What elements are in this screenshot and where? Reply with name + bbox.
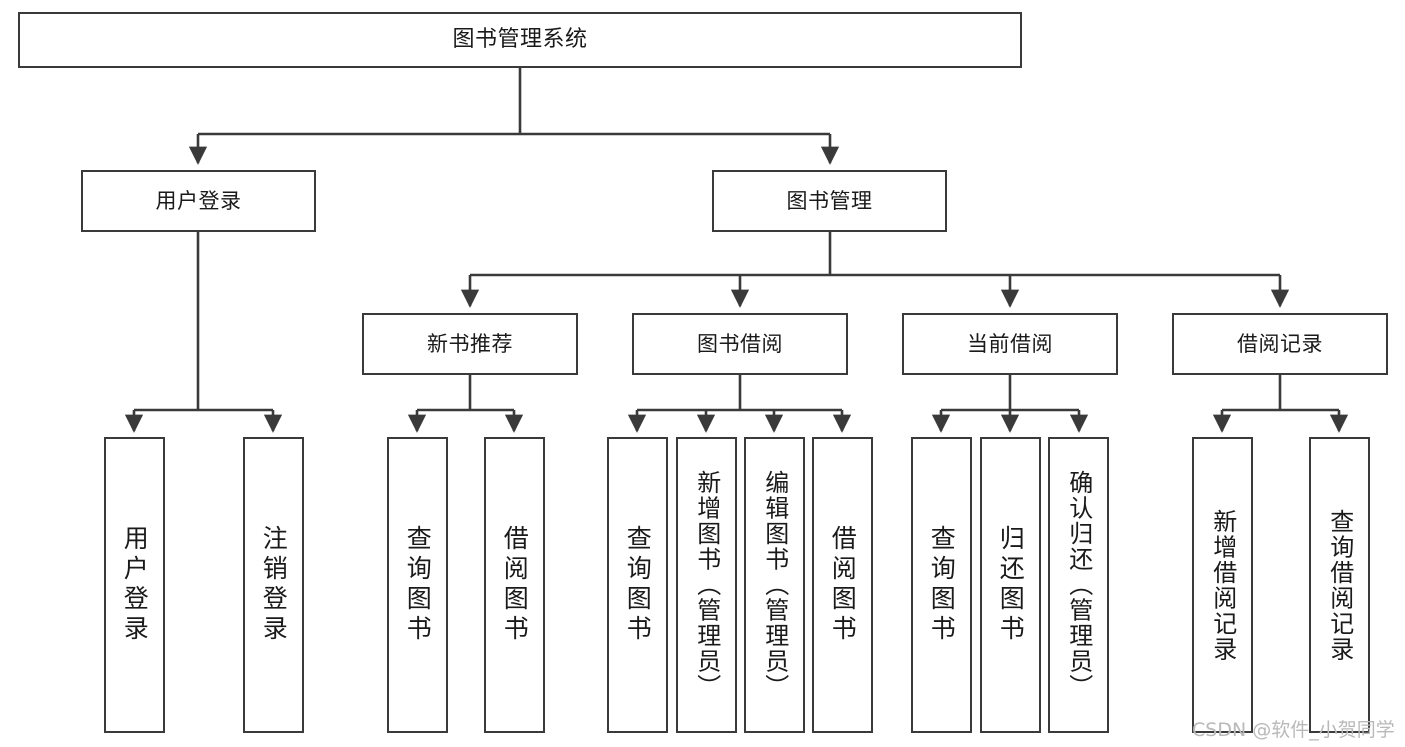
node-label: 查询图书 xyxy=(403,525,433,645)
leaf-borrow-book[interactable]: 借阅图书 xyxy=(812,437,873,733)
node-label: 查询图书 xyxy=(623,525,653,645)
leaf-query-book-recommend[interactable]: 查询图书 xyxy=(387,437,448,733)
node-label: 新书推荐 xyxy=(427,331,513,356)
node-current-borrow[interactable]: 当前借阅 xyxy=(902,313,1118,375)
node-root-system[interactable]: 图书管理系统 xyxy=(18,12,1022,68)
node-label: 确认归还（管理员） xyxy=(1064,470,1093,700)
node-book-management[interactable]: 图书管理 xyxy=(712,170,947,232)
node-book-borrow[interactable]: 图书借阅 xyxy=(632,313,848,375)
leaf-add-book-admin[interactable]: 新增图书（管理员） xyxy=(676,437,737,733)
node-label: 图书借阅 xyxy=(697,331,783,356)
leaf-user-login[interactable]: 用户登录 xyxy=(104,437,165,733)
node-label: 新增借阅记录 xyxy=(1208,508,1237,662)
node-label: 编辑图书（管理员） xyxy=(760,470,789,700)
node-label: 新增图书（管理员） xyxy=(692,470,721,700)
leaf-edit-book-admin[interactable]: 编辑图书（管理员） xyxy=(744,437,805,733)
node-label: 用户登录 xyxy=(120,525,150,645)
node-label: 查询借阅记录 xyxy=(1325,508,1354,662)
leaf-borrow-book-recommend[interactable]: 借阅图书 xyxy=(484,437,545,733)
node-label: 归还图书 xyxy=(996,525,1026,645)
leaf-logout[interactable]: 注销登录 xyxy=(243,437,304,733)
node-label: 注销登录 xyxy=(259,525,289,645)
node-user-login[interactable]: 用户登录 xyxy=(81,170,316,232)
leaf-confirm-return-admin[interactable]: 确认归还（管理员） xyxy=(1048,437,1109,733)
node-label: 图书管理系统 xyxy=(452,27,588,53)
node-label: 借阅图书 xyxy=(500,525,530,645)
node-label: 当前借阅 xyxy=(967,331,1053,356)
watermark-text: CSDN @软件_小贺同学 xyxy=(1192,719,1395,741)
leaf-return-book[interactable]: 归还图书 xyxy=(980,437,1041,733)
leaf-query-borrow-record[interactable]: 查询借阅记录 xyxy=(1309,437,1370,733)
node-label: 借阅图书 xyxy=(828,525,858,645)
node-new-book-recommend[interactable]: 新书推荐 xyxy=(362,313,578,375)
node-label: 用户登录 xyxy=(155,188,242,213)
leaf-query-book-current[interactable]: 查询图书 xyxy=(911,437,972,733)
node-label: 图书管理 xyxy=(786,188,873,213)
leaf-add-borrow-record[interactable]: 新增借阅记录 xyxy=(1192,437,1253,733)
leaf-query-book-borrow[interactable]: 查询图书 xyxy=(607,437,668,733)
node-label: 借阅记录 xyxy=(1237,331,1323,356)
node-label: 查询图书 xyxy=(927,525,957,645)
node-borrow-records[interactable]: 借阅记录 xyxy=(1172,313,1388,375)
